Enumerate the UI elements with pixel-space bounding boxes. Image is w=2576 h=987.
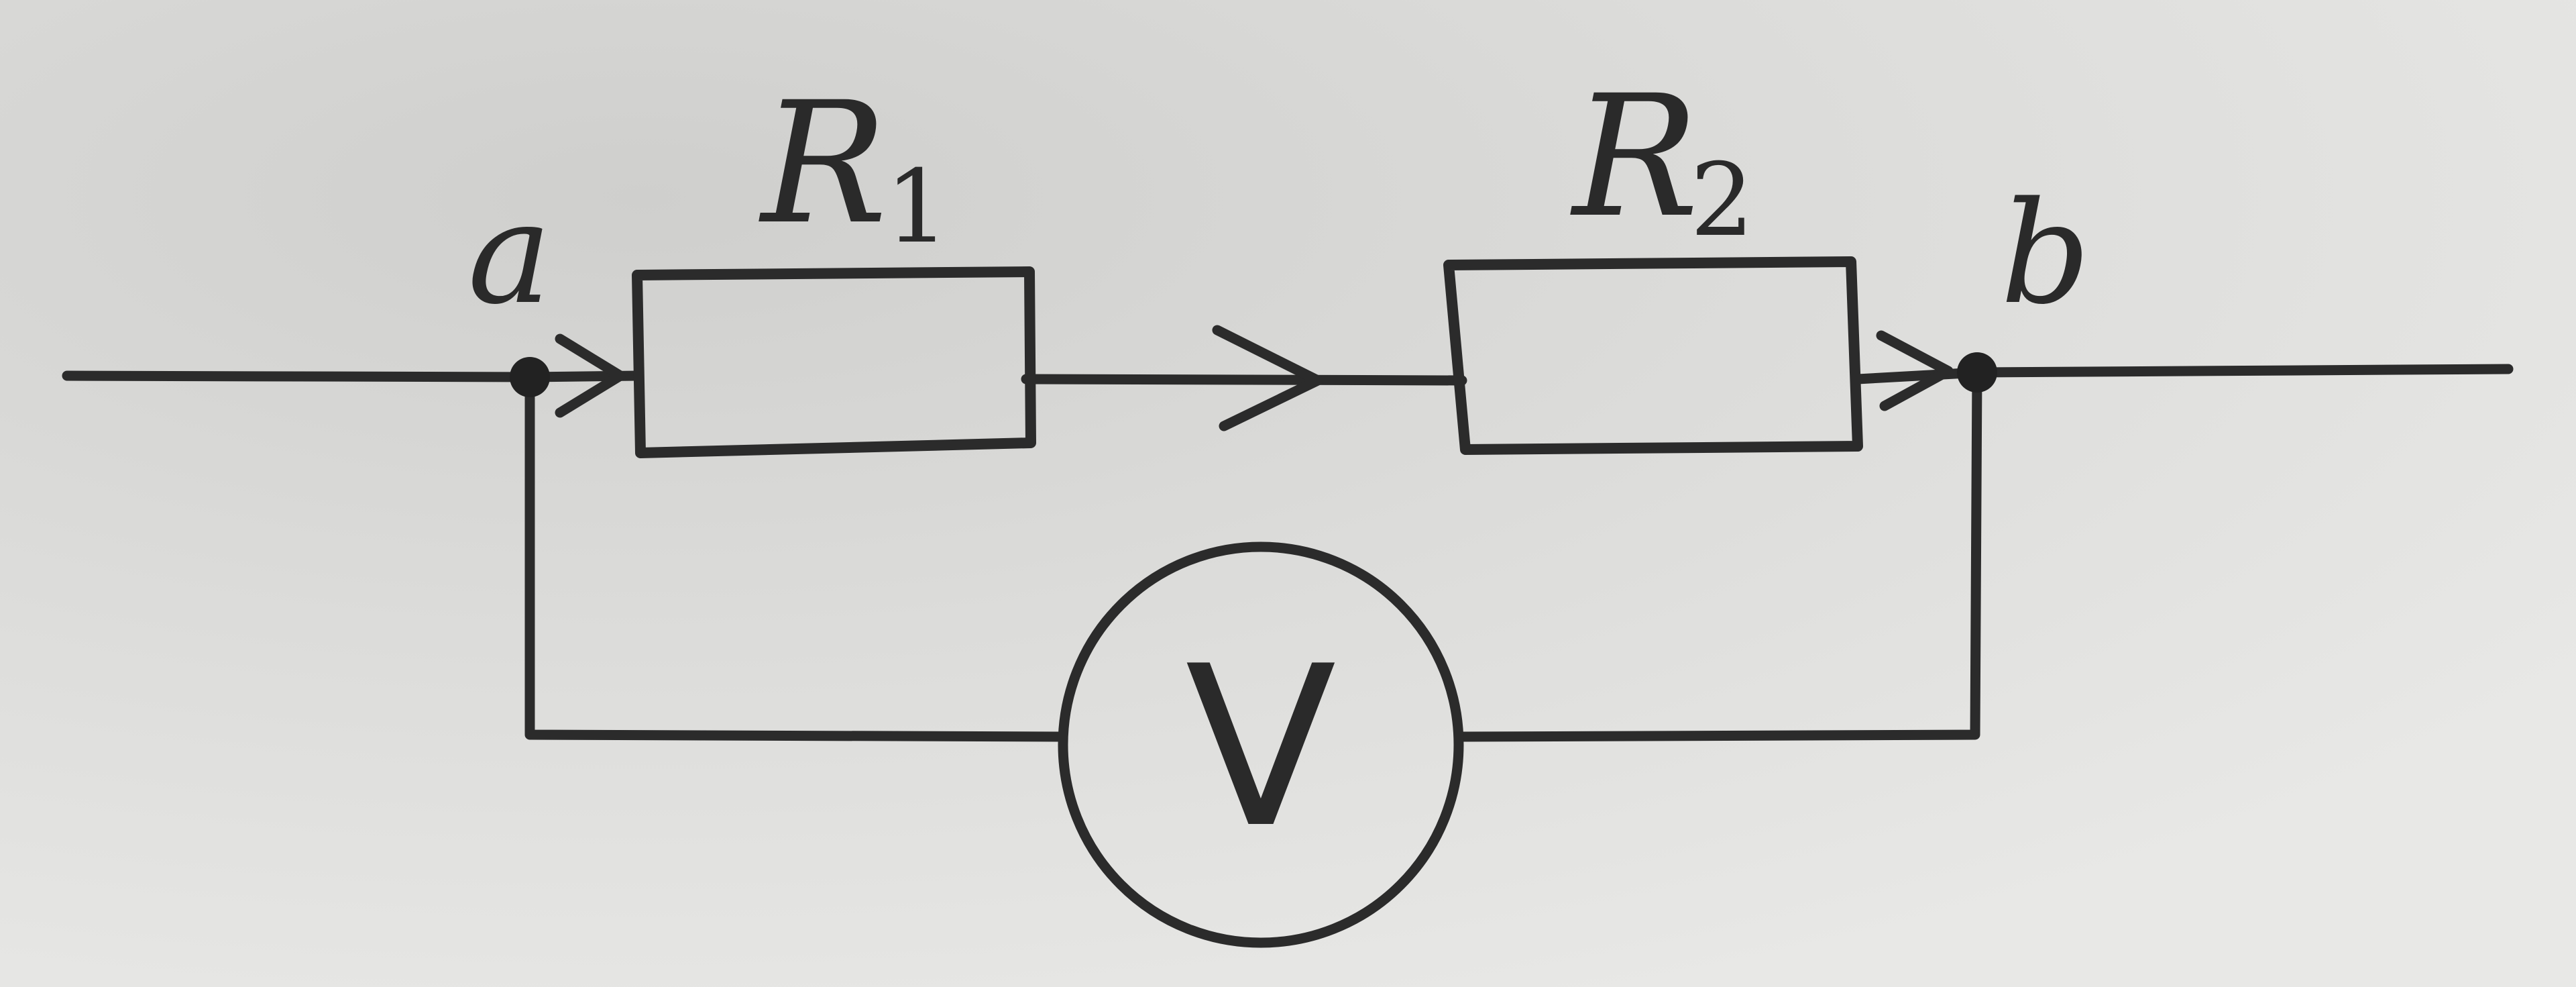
node-b-label: b — [2001, 171, 2090, 335]
resistor-r1-letter: R — [759, 66, 887, 261]
wire-r1-to-r2 — [1021, 374, 1467, 386]
current-arrow-1 — [555, 333, 626, 418]
wire-right-lead — [1973, 364, 2514, 378]
node-a-dot — [510, 357, 550, 397]
wire-voltmeter-right — [1453, 367, 1982, 742]
resistor-r1-subscript: 1 — [885, 149, 949, 266]
node-a-label: a — [467, 171, 551, 335]
node-b-dot — [1957, 352, 1997, 393]
resistor-r2-letter: R — [1570, 59, 1699, 254]
resistor-r1 — [632, 266, 1036, 458]
wire-left-lead — [62, 370, 535, 382]
wire-voltmeter-left — [524, 372, 1068, 742]
current-arrow-2 — [1212, 325, 1323, 431]
resistor-r2-subscript: 2 — [1690, 142, 1754, 259]
voltmeter — [1058, 541, 1464, 948]
resistor-r2 — [1443, 256, 1863, 455]
current-arrow-3 — [1876, 330, 1954, 411]
voltmeter-symbol: V — [1185, 619, 1337, 876]
